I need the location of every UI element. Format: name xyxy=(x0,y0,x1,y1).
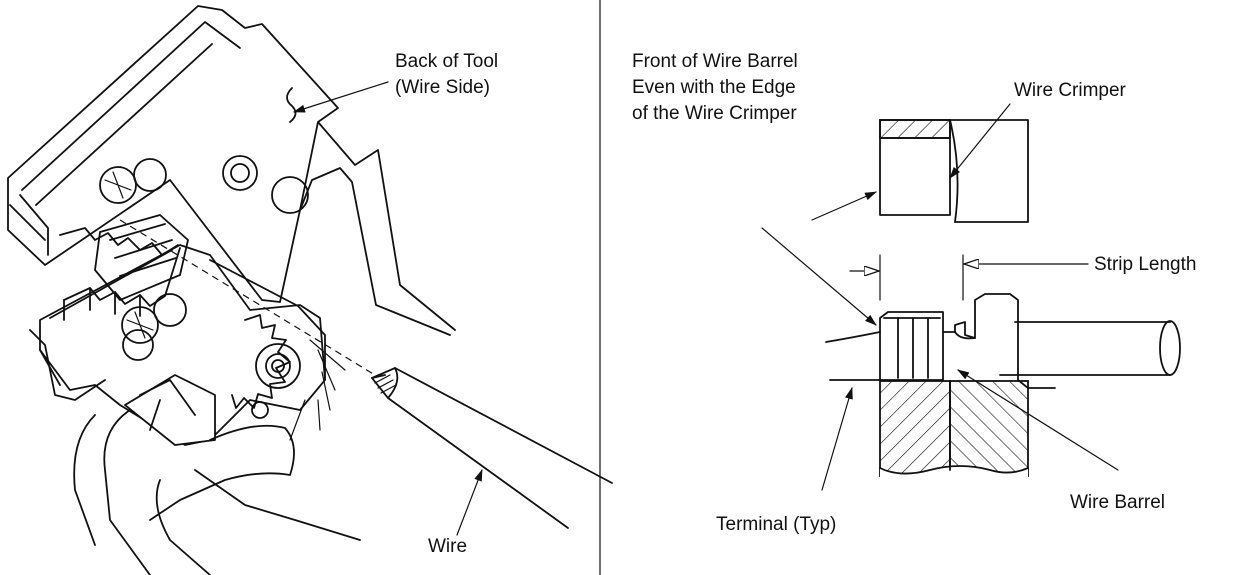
label-front-wire-barrel-line3: of the Wire Crimper xyxy=(632,103,797,124)
crimp-detail-illustration xyxy=(761,103,1181,491)
label-back-of-tool-line2: (Wire Side) xyxy=(395,77,490,98)
label-wire-barrel: Wire Barrel xyxy=(1070,492,1165,513)
label-front-wire-barrel-line2: Even with the Edge xyxy=(632,77,796,98)
label-strip-length: Strip Length xyxy=(1094,254,1196,275)
label-wire: Wire xyxy=(428,536,467,557)
label-front-wire-barrel-line1: Front of Wire Barrel xyxy=(632,51,798,72)
label-wire-crimper: Wire Crimper xyxy=(1014,80,1127,101)
label-terminal-typ: Terminal (Typ) xyxy=(716,514,836,535)
label-back-of-tool-line1: Back of Tool xyxy=(395,51,498,72)
crimp-tool-illustration xyxy=(7,5,613,575)
